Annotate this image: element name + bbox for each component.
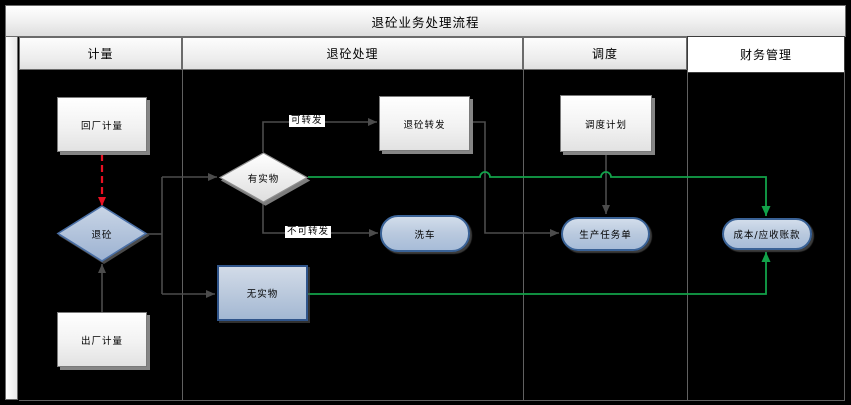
lane-header-diaodu[interactable]: 调度	[523, 37, 687, 70]
node-chuchang-jiliang[interactable]: 出厂计量	[57, 312, 147, 367]
node-chengben-yingshou-label: 成本/应收账款	[733, 230, 801, 241]
pool-title[interactable]: 退砼业务处理流程	[5, 5, 846, 37]
diamond-shape-blue	[56, 205, 148, 262]
node-tuitong-zhuanfa[interactable]: 退砼转发	[379, 96, 470, 151]
node-tuitong-label: 退砼	[91, 229, 113, 241]
node-wushiwu-label: 无实物	[246, 289, 279, 300]
lane-header-tuitongchuli[interactable]: 退砼处理	[182, 37, 523, 70]
node-huichang-jiliang[interactable]: 回厂计量	[57, 97, 147, 152]
lane-header-jiliang[interactable]: 计量	[19, 37, 182, 70]
edge-label-bukezhuanfa: 不可转发	[285, 226, 332, 238]
lane-divider-3	[687, 70, 688, 401]
node-shengchan-renwudan[interactable]: 生产任务单	[561, 217, 650, 251]
node-diaodu-jihua[interactable]: 调度计划	[560, 95, 652, 152]
node-chengben-yingshou[interactable]: 成本/应收账款	[722, 218, 812, 250]
node-shengchan-renwudan-label: 生产任务单	[579, 230, 632, 241]
node-youshiwu-label: 有实物	[247, 173, 280, 185]
edge-zhuanfa-to-renwudan	[470, 121, 559, 237]
node-chuchang-jiliang-label: 出厂计量	[80, 335, 123, 347]
lane-divider-1	[182, 70, 183, 401]
node-xiche-label: 洗车	[414, 229, 436, 241]
node-wushiwu[interactable]: 无实物	[217, 265, 308, 321]
node-xiche[interactable]: 洗车	[380, 215, 470, 252]
node-tuitong-zhuanfa-label: 退砼转发	[403, 119, 446, 131]
edge-wushiwu-to-chengben-green	[308, 252, 771, 295]
lane-divider-2	[523, 70, 524, 401]
edge-label-kezhuanfa: 可转发	[289, 115, 325, 127]
node-diaodu-jihua-label: 调度计划	[584, 119, 627, 131]
pool-left-strip	[5, 36, 18, 400]
lane-header-caiwuguanli[interactable]: 财务管理	[687, 36, 845, 73]
edge-youshiwu-to-zhuanfa	[262, 118, 377, 152]
node-tuitong-decision[interactable]: 退砼	[56, 205, 148, 262]
node-huichang-jiliang-label: 回厂计量	[80, 120, 123, 132]
pool-body	[19, 70, 845, 401]
diamond-shape-white	[218, 152, 309, 203]
edge-youshiwu-to-chengben-green	[308, 171, 771, 216]
edge-youshiwu-to-xiche	[262, 203, 378, 237]
node-youshiwu-decision[interactable]: 有实物	[218, 152, 309, 203]
